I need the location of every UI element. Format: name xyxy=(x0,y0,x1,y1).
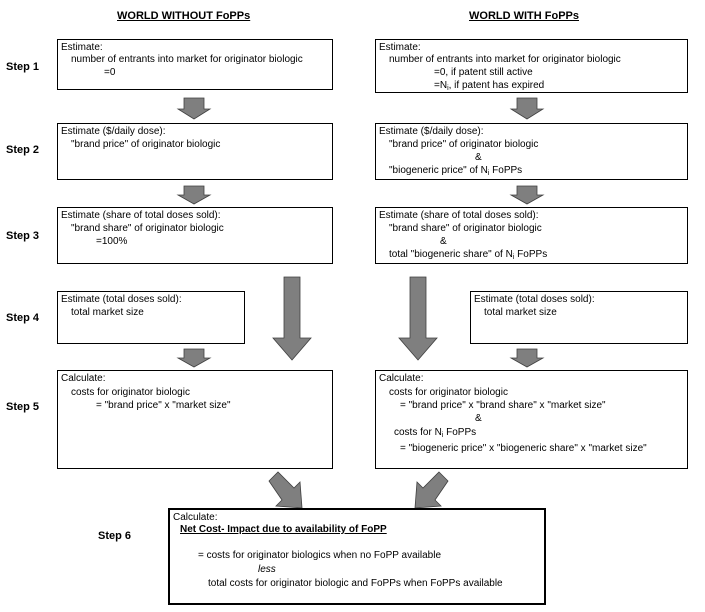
box-title: Estimate ($/daily dose): xyxy=(379,126,484,137)
arrow-down-right-3 xyxy=(509,348,545,368)
box-left-step5: Calculate: costs for originator biologic… xyxy=(57,370,333,469)
step-label-6: Step 6 xyxy=(98,530,132,542)
box-right-step2: Estimate ($/daily dose): "brand price" o… xyxy=(375,123,688,180)
arrow-big-down-left xyxy=(272,276,312,361)
box-text: =0, if patent still active xyxy=(434,67,533,78)
less-label: less xyxy=(258,564,276,575)
box-text: "brand price" of originator biologic xyxy=(389,139,539,150)
box-text: number of entrants into market for origi… xyxy=(71,54,303,65)
box-title: Estimate (total doses sold): xyxy=(474,294,595,305)
box-title: Estimate: xyxy=(379,42,421,53)
arrow-down-right-2 xyxy=(509,185,545,205)
net-cost-heading: Net Cost- Impact due to availability of … xyxy=(180,524,387,535)
arrow-diag-right xyxy=(414,471,449,509)
box-right-step4: Estimate (total doses sold): total marke… xyxy=(470,291,688,344)
box-title: Estimate ($/daily dose): xyxy=(61,126,166,137)
box-text: =100% xyxy=(96,236,128,247)
box-right-step3: Estimate (share of total doses sold): "b… xyxy=(375,207,688,264)
box-right-step1: Estimate: number of entrants into market… xyxy=(375,39,688,93)
box-text: = "brand price" x "brand share" x "marke… xyxy=(400,400,606,411)
box-title: Calculate: xyxy=(61,373,106,384)
box-text: = costs for originator biologics when no… xyxy=(198,550,442,561)
box-title: Estimate (share of total doses sold): xyxy=(379,210,539,221)
box-text: total "biogeneric share" of Ni FoPPs xyxy=(389,249,548,261)
arrow-down-left-2 xyxy=(176,185,212,205)
box-title: Calculate: xyxy=(173,512,218,523)
box-text: "brand share" of originator biologic xyxy=(71,223,224,234)
arrow-diag-left xyxy=(268,471,303,509)
box-text: "brand price" of originator biologic xyxy=(71,139,221,150)
box-text: total costs for originator biologic and … xyxy=(208,578,503,589)
box-left-step1: Estimate: number of entrants into market… xyxy=(57,39,333,90)
box-text: number of entrants into market for origi… xyxy=(389,54,621,65)
step-label-4: Step 4 xyxy=(6,312,40,324)
box-right-step5: Calculate: costs for originator biologic… xyxy=(375,370,688,469)
arrow-big-down-right xyxy=(398,276,438,361)
box-title: Estimate (share of total doses sold): xyxy=(61,210,221,221)
ampersand: & xyxy=(475,413,482,424)
arrow-down-left-1 xyxy=(176,97,212,120)
arrow-down-left-3 xyxy=(176,348,212,368)
box-text: costs for originator biologic xyxy=(389,387,508,398)
step-label-3: Step 3 xyxy=(6,230,40,242)
box-text: costs for Ni FoPPs xyxy=(394,427,477,439)
box-left-step4: Estimate (total doses sold): total marke… xyxy=(57,291,245,344)
box-left-step2: Estimate ($/daily dose): "brand price" o… xyxy=(57,123,333,180)
box-left-step3: Estimate (share of total doses sold): "b… xyxy=(57,207,333,264)
box-text: =0 xyxy=(104,67,116,78)
step-label-5: Step 5 xyxy=(6,401,40,413)
box-text: "brand share" of originator biologic xyxy=(389,223,542,234)
box-text: = "biogeneric price" x "biogeneric share… xyxy=(400,443,647,454)
box-text: total market size xyxy=(71,307,144,318)
ampersand: & xyxy=(475,152,482,163)
arrow-down-right-1 xyxy=(509,97,545,120)
ampersand: & xyxy=(440,236,447,247)
box-text: total market size xyxy=(484,307,557,318)
box-text: = "brand price" x "market size" xyxy=(96,400,231,411)
step-label-2: Step 2 xyxy=(6,144,40,156)
header-without-fopps: WORLD WITHOUT FoPPs xyxy=(117,10,251,22)
box-text: costs for originator biologic xyxy=(71,387,190,398)
box-title: Estimate: xyxy=(61,42,103,53)
box-title: Calculate: xyxy=(379,373,424,384)
box-net-cost: Calculate: Net Cost- Impact due to avail… xyxy=(168,508,546,605)
box-title: Estimate (total doses sold): xyxy=(61,294,182,305)
box-text: "biogeneric price" of Ni FoPPs xyxy=(389,165,523,177)
step-label-1: Step 1 xyxy=(6,61,40,73)
header-with-fopps: WORLD WITH FoPPs xyxy=(469,10,579,22)
box-text: =Ni, if patent has expired xyxy=(434,80,545,92)
